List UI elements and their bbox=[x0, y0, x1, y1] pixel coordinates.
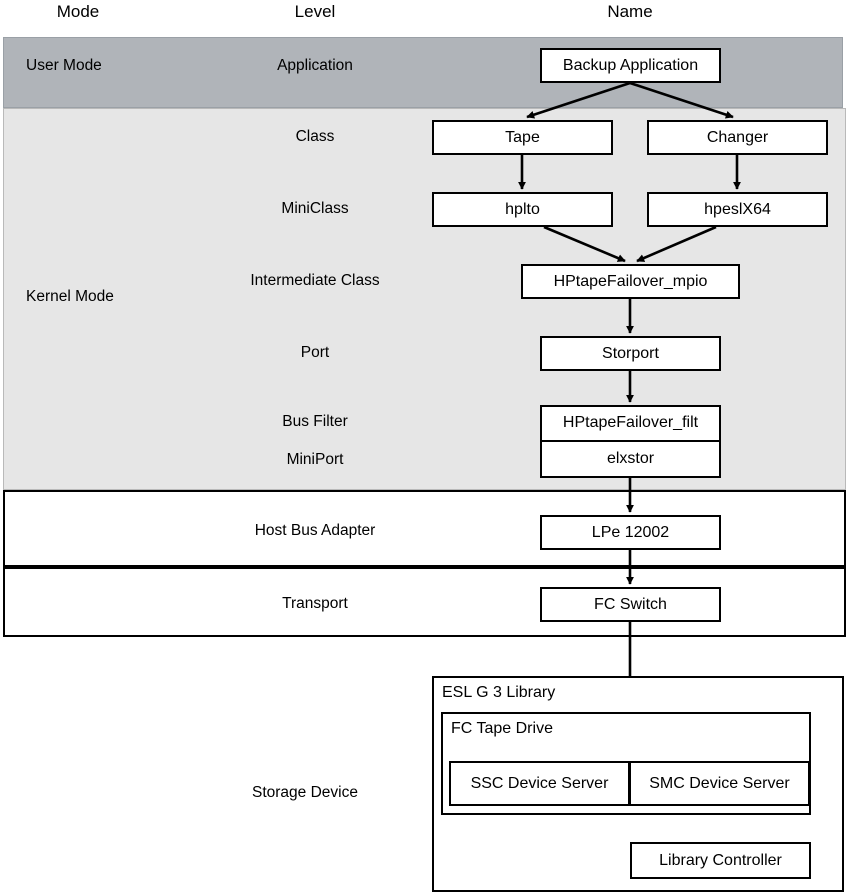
level-label-port: Port bbox=[300, 344, 330, 361]
level-label-bus-filter: Bus Filter bbox=[282, 413, 348, 430]
level-label-host-bus-adapter: Host Bus Adapter bbox=[254, 522, 376, 539]
node-hpeslx64[interactable]: hpeslX64 bbox=[647, 192, 828, 227]
node-storport[interactable]: Storport bbox=[540, 336, 721, 371]
level-label-class: Class bbox=[295, 128, 335, 145]
level-label-transport: Transport bbox=[282, 595, 348, 612]
node-hplto[interactable]: hplto bbox=[432, 192, 613, 227]
node-changer[interactable]: Changer bbox=[647, 120, 828, 155]
node-elxstor[interactable]: elxstor bbox=[606, 449, 655, 467]
node-fc-switch[interactable]: FC Switch bbox=[540, 587, 721, 622]
node-bus-filter-miniport-stack: HPtapeFailover_filt elxstor bbox=[540, 405, 721, 478]
level-label-miniclass: MiniClass bbox=[281, 200, 349, 217]
group-label-esl-g3-library: ESL G 3 Library bbox=[442, 684, 556, 701]
group-label-fc-tape-drive: FC Tape Drive bbox=[451, 720, 553, 737]
node-tape[interactable]: Tape bbox=[432, 120, 613, 155]
node-hptapefailover-filt[interactable]: HPtapeFailover_filt bbox=[542, 407, 719, 442]
mode-label-kernel: Kernel Mode bbox=[26, 288, 114, 305]
column-header-mode: Mode bbox=[56, 2, 100, 21]
node-backup-application[interactable]: Backup Application bbox=[540, 48, 721, 83]
column-header-name: Name bbox=[607, 2, 653, 21]
node-lpe-12002[interactable]: LPe 12002 bbox=[540, 515, 721, 550]
node-smc-device-server[interactable]: SMC Device Server bbox=[629, 761, 810, 806]
node-library-controller[interactable]: Library Controller bbox=[630, 842, 811, 879]
level-label-application: Application bbox=[277, 57, 353, 74]
level-label-miniport: MiniPort bbox=[286, 451, 344, 468]
column-header-level: Level bbox=[294, 2, 336, 21]
mode-label-user: User Mode bbox=[26, 57, 102, 74]
node-hptapefailover-mpio[interactable]: HPtapeFailover_mpio bbox=[521, 264, 740, 299]
level-label-intermediate-class: Intermediate Class bbox=[250, 272, 380, 289]
mode-label-storage: Storage Device bbox=[252, 784, 358, 801]
node-ssc-device-server[interactable]: SSC Device Server bbox=[449, 761, 630, 806]
